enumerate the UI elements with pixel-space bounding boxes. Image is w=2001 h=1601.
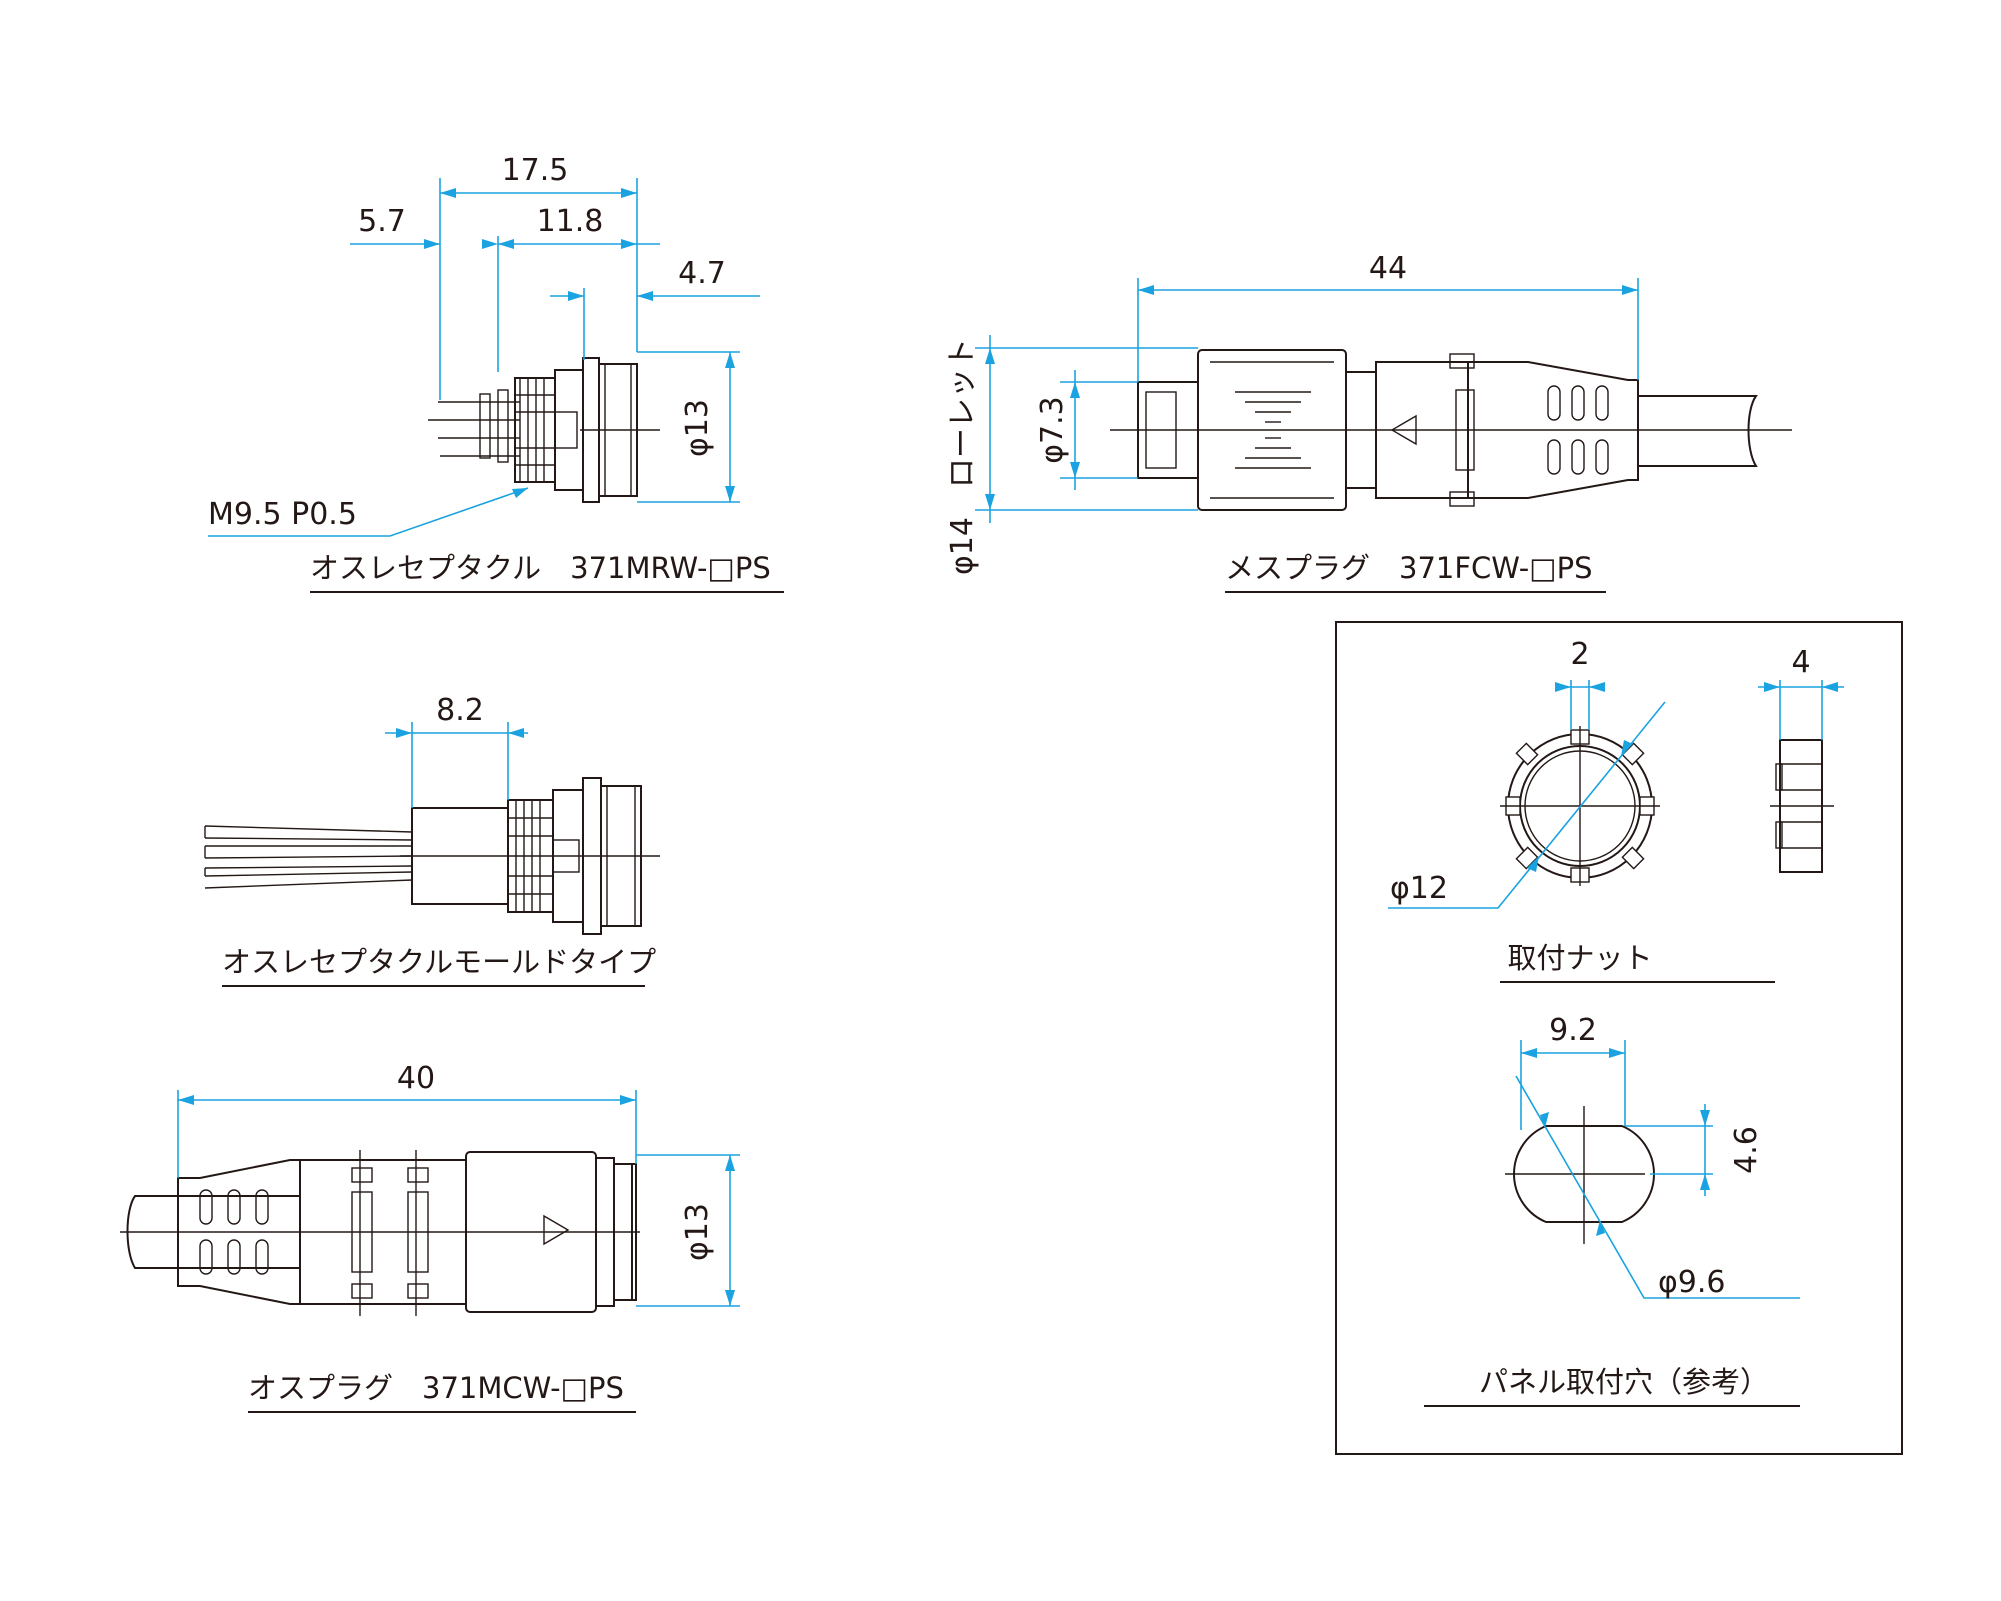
mold-receptacle-length: 8.2 [436, 693, 484, 728]
panel-hole-caption: パネル取付穴（参考） [1479, 1365, 1769, 1399]
male-plug-length: 40 [397, 1061, 435, 1096]
receptacle-mid-length: 11.8 [537, 204, 604, 239]
receptacle-overall-length: 17.5 [502, 153, 569, 188]
female-plug-caption: メスプラグ 371FCW-□PS [1225, 551, 1593, 585]
panel-hole-height: 4.6 [1729, 1126, 1764, 1174]
female-plug-knurl-label: ローレット [945, 338, 980, 488]
female-plug-inner-diameter: φ7.3 [1035, 396, 1070, 464]
nut-diameter: φ12 [1390, 871, 1448, 906]
receptacle-diameter: φ13 [680, 399, 715, 457]
panel-hole-view: 9.2 4.6 φ9.6 パネル取付穴（参考） [1424, 1013, 1800, 1407]
receptacle-view: 17.5 5.7 11.8 4.7 φ13 M9.5 P0.5 オスレセプタクル… [208, 153, 784, 593]
nut-panel-frame [1335, 621, 1903, 1455]
male-plug-diameter: φ13 [680, 1203, 715, 1261]
knurl-pattern [1210, 361, 1334, 499]
nut-caption: 取付ナット [1507, 941, 1652, 975]
panel-hole-flat-width: 9.2 [1549, 1013, 1597, 1048]
mold-receptacle-view: 8.2 オスレセプタクルモールドタイプ [204, 693, 660, 987]
nut-slot-width: 2 [1570, 637, 1589, 672]
female-plug-knurl-diameter: φ14 [945, 517, 980, 575]
male-plug-view: 40 φ13 オスプラグ 371MCW-□PS [120, 1061, 740, 1413]
female-plug-length: 44 [1369, 251, 1407, 286]
female-plug-view: 44 φ7.3 ローレット φ14 メスプラグ 371FCW-□PS [945, 251, 1792, 593]
receptacle-caption: オスレセプタクル 371MRW-□PS [310, 551, 771, 585]
male-plug-caption: オスプラグ 371MCW-□PS [248, 1371, 624, 1405]
receptacle-right-length: 4.7 [678, 256, 726, 291]
receptacle-left-length: 5.7 [358, 204, 406, 239]
receptacle-thread-spec: M9.5 P0.5 [208, 497, 357, 532]
nut-view: 2 4 φ12 取付ナット [1388, 637, 1844, 983]
panel-hole-diameter: φ9.6 [1658, 1265, 1726, 1300]
mold-receptacle-caption: オスレセプタクルモールドタイプ [222, 945, 656, 979]
nut-thickness: 4 [1791, 645, 1810, 680]
